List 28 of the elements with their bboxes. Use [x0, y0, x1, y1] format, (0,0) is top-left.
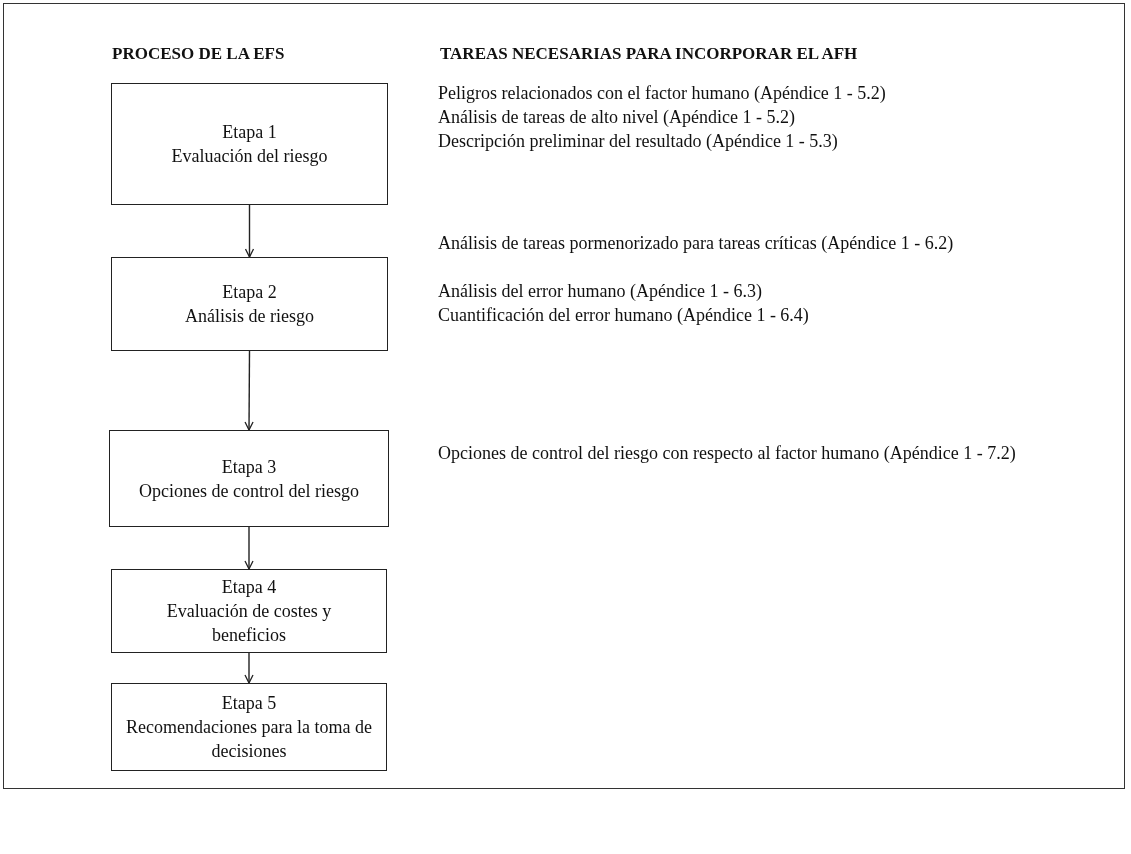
process-box — [111, 83, 388, 205]
stage-text: Recomendaciones para la toma de decisiones — [125, 716, 373, 763]
stage-title: Etapa 2 — [222, 281, 277, 304]
task-text: Análisis del error humano (Apéndice 1 - 6.3) — [438, 280, 763, 303]
arrow — [244, 204, 255, 258]
task-text: Opciones de control del riesgo con respecto al factor humano (Apéndice 1 - 7.2) — [438, 442, 1017, 465]
column-heading: PROCESO DE LA EFS — [112, 43, 286, 65]
process-box — [111, 683, 387, 771]
process-box — [111, 569, 387, 653]
process-box — [109, 430, 389, 527]
task-text: Descripción preliminar del resultado (Apéndice 1 - 5.3) — [438, 130, 839, 153]
task-text: Análisis de tareas pormenorizado para tareas críticas (Apéndice 1 - 6.2) — [438, 232, 955, 255]
stage-title: Etapa 4 — [221, 576, 277, 599]
task-text: Cuantificación del error humano (Apéndice 1 - 6.4) — [438, 304, 810, 327]
column-heading: TAREAS NECESARIAS PARA INCORPORAR EL AFH — [440, 43, 859, 65]
arrow — [244, 652, 254, 684]
stage-title: Etapa 1 — [222, 121, 277, 144]
task-text: Peligros relacionados con el factor humano (Apéndice 1 - 5.2) — [438, 82, 887, 105]
arrow — [244, 526, 254, 570]
stage-title: Etapa 5 — [221, 692, 277, 715]
stage-text: Opciones de control del riesgo — [139, 479, 359, 503]
task-text: Análisis de tareas de alto nivel (Apéndice 1 - 5.2) — [438, 106, 796, 129]
stage-title: Etapa 3 — [221, 455, 277, 479]
stage-text: Análisis de riesgo — [185, 305, 314, 328]
process-box — [111, 257, 388, 351]
arrow — [244, 350, 254, 431]
stage-text: Evaluación de costes y beneficios — [165, 600, 333, 647]
stage-text: Evaluación del riesgo — [171, 145, 328, 168]
